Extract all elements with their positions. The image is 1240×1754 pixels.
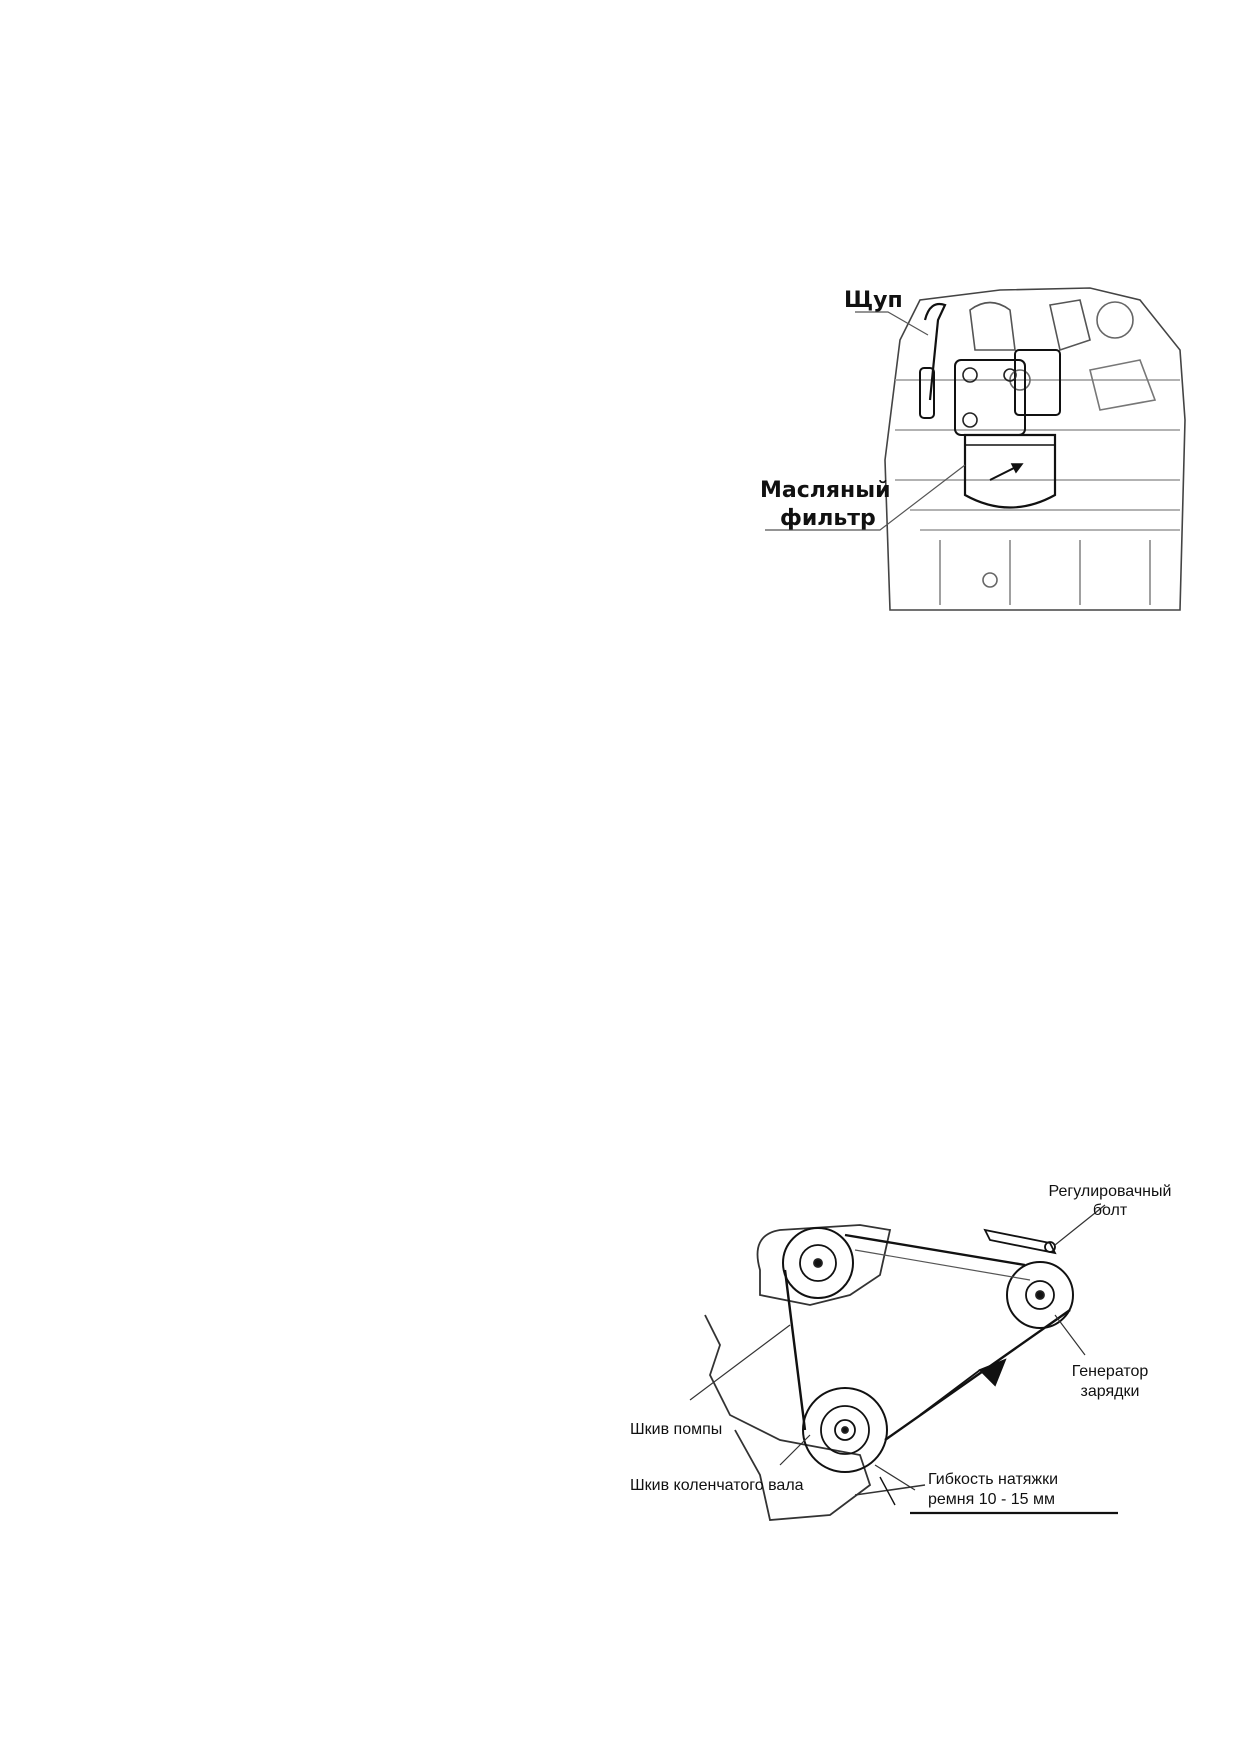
oil-filter-figure: Щуп Масляный фильтр	[760, 280, 1190, 620]
adjust-bolt-label-line2: болт	[1092, 1202, 1128, 1219]
crank-pulley	[802, 1387, 888, 1473]
alternator-label-line1: Генератор	[1071, 1363, 1149, 1380]
belt-tension-label-line1: Гибкость натяжки	[928, 1471, 1059, 1488]
adjust-bolt-label-line1: Регулировачный	[1048, 1183, 1172, 1200]
crank-pulley-label: Шкив коленчатого вала	[630, 1477, 804, 1494]
belt-tension-label-line2: ремня 10 - 15 мм	[928, 1491, 1055, 1508]
alternator-pulley	[1006, 1261, 1074, 1329]
engine-oil-filter-drawing	[765, 287, 1186, 611]
belt-drive-figure: Регулировачный болт Генератор зарядки Шк…	[630, 1175, 1200, 1535]
alternator-label-line2: зарядки	[1080, 1383, 1140, 1400]
pump-pulley	[782, 1227, 854, 1299]
oil-filter-label-line1: Масляный	[760, 478, 891, 503]
oil-filter-label-line2: фильтр	[780, 506, 876, 531]
belt-drive-drawing	[689, 1204, 1118, 1521]
pump-pulley-label: Шкив помпы	[630, 1421, 723, 1438]
dipstick-label: Щуп	[844, 288, 903, 313]
